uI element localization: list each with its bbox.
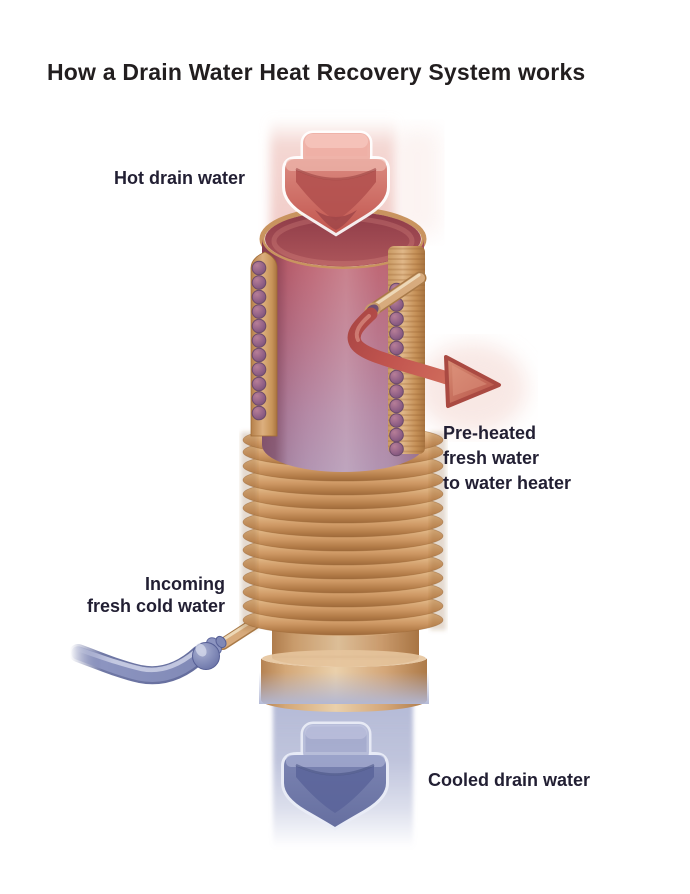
label-line: Pre-heated: [443, 423, 537, 443]
label-line: Incoming: [145, 574, 225, 594]
label-hot-drain-water: Hot drain water: [114, 168, 246, 188]
cold-water-inlet-pipe: [69, 612, 269, 685]
label-cooled-drain-water: Cooled drain water: [428, 770, 591, 790]
coil-left-shade: [241, 432, 257, 630]
arrowhead-right-icon: [444, 355, 501, 408]
coil-cut-edge-right: [388, 246, 425, 457]
page-title: How a Drain Water Heat Recovery System w…: [47, 59, 586, 86]
label-line: fresh water: [443, 448, 540, 468]
cooled-drain-water-arrow: [281, 721, 389, 831]
label-pre-heated-fresh-water: Pre-heated fresh water to water heater: [443, 421, 571, 496]
coil-right-shade: [430, 432, 446, 630]
label-incoming-fresh-cold-water: Incoming fresh cold water: [38, 573, 225, 617]
label-line: fresh cold water: [86, 596, 225, 616]
pipe-connector-fitting: [192, 635, 227, 670]
coil-cut-edge-left: [250, 251, 278, 437]
label-line: to water heater: [443, 473, 572, 493]
coil-cross-section-dots: [251, 260, 267, 421]
pre-heated-water-arrow: [347, 307, 501, 408]
hot-drain-water-arrow: [282, 130, 390, 237]
